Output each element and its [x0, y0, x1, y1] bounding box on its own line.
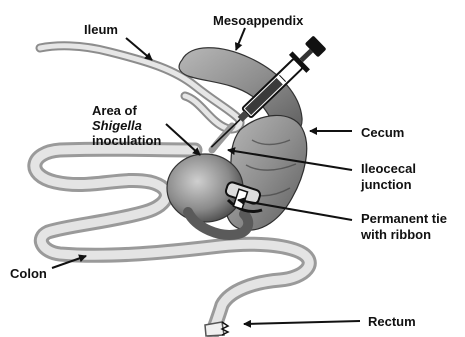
syringe-plunger-rod: [300, 49, 314, 62]
label-ileum: Ileum: [84, 22, 118, 37]
label-cecum: Cecum: [361, 125, 404, 140]
label-rectum: Rectum: [368, 314, 416, 329]
label-inoculation-line1: Area of: [92, 103, 161, 118]
label-colon: Colon: [10, 266, 47, 281]
arrow-mesoappendix: [236, 28, 245, 50]
label-ileocecal-line2: junction: [361, 177, 416, 193]
arrow-rectum: [244, 321, 360, 324]
label-inoculation-area: Area of Shigella inoculation: [92, 103, 161, 148]
label-inoculation-line3: inoculation: [92, 133, 161, 148]
label-inoculation-line2: Shigella: [92, 118, 161, 133]
label-ileocecal-junction: Ileocecal junction: [361, 161, 416, 193]
label-ileocecal-line1: Ileocecal: [361, 161, 416, 177]
label-permanent-tie: Permanent tie with ribbon: [361, 211, 447, 243]
label-mesoappendix: Mesoappendix: [213, 13, 303, 28]
label-tie-line2: with ribbon: [361, 227, 447, 243]
label-tie-line1: Permanent tie: [361, 211, 447, 227]
